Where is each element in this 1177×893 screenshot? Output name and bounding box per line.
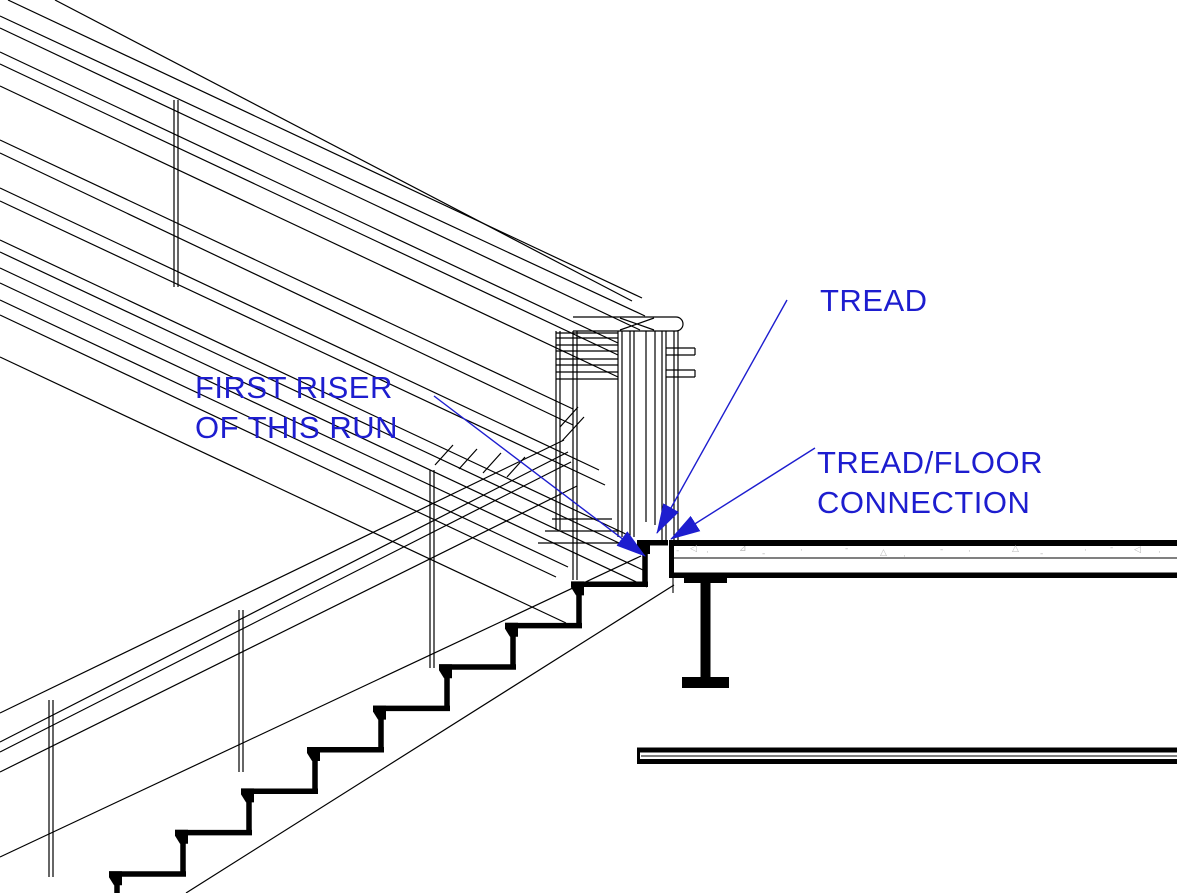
svg-text:·: · <box>800 546 803 556</box>
svg-text:·: · <box>1158 548 1161 558</box>
svg-text:△: △ <box>880 548 887 558</box>
lower-run-railing <box>0 439 675 893</box>
svg-text:-: - <box>676 546 679 556</box>
leader-lines <box>433 299 816 557</box>
stair-steps <box>109 540 668 893</box>
svg-text:·: · <box>706 548 709 558</box>
floor-slab <box>669 540 1177 593</box>
concrete-texture: - ◁ · ⊿ - · - △ · - · △ - · - ◁ · <box>676 543 1161 562</box>
svg-text:△: △ <box>1012 544 1019 554</box>
svg-text:◁: ◁ <box>690 544 697 554</box>
svg-text:-: - <box>845 544 848 554</box>
label-tread-floor-connection: TREAD/FLOOR CONNECTION <box>817 445 1043 520</box>
svg-text:·: · <box>903 552 906 562</box>
svg-text:◁: ◁ <box>1134 545 1141 555</box>
tread-leader <box>656 299 788 534</box>
first-riser-leader <box>433 395 646 557</box>
svg-text:-: - <box>762 549 765 559</box>
svg-text:⊿: ⊿ <box>739 544 747 554</box>
svg-text:-: - <box>1110 543 1113 553</box>
tread-floor-connection-leader <box>670 447 816 540</box>
lower-floor-band <box>637 747 1177 764</box>
label-first-riser: FIRST RISER OF THIS RUN <box>195 370 398 445</box>
newel-post-assembly <box>555 316 696 580</box>
svg-text:·: · <box>1084 546 1087 556</box>
label-tread: TREAD <box>820 283 928 318</box>
svg-text:·: · <box>968 547 971 557</box>
steel-beam <box>682 574 729 688</box>
svg-text:-: - <box>940 545 943 555</box>
svg-text:-: - <box>1040 549 1043 559</box>
upper-run-railing <box>0 0 648 668</box>
